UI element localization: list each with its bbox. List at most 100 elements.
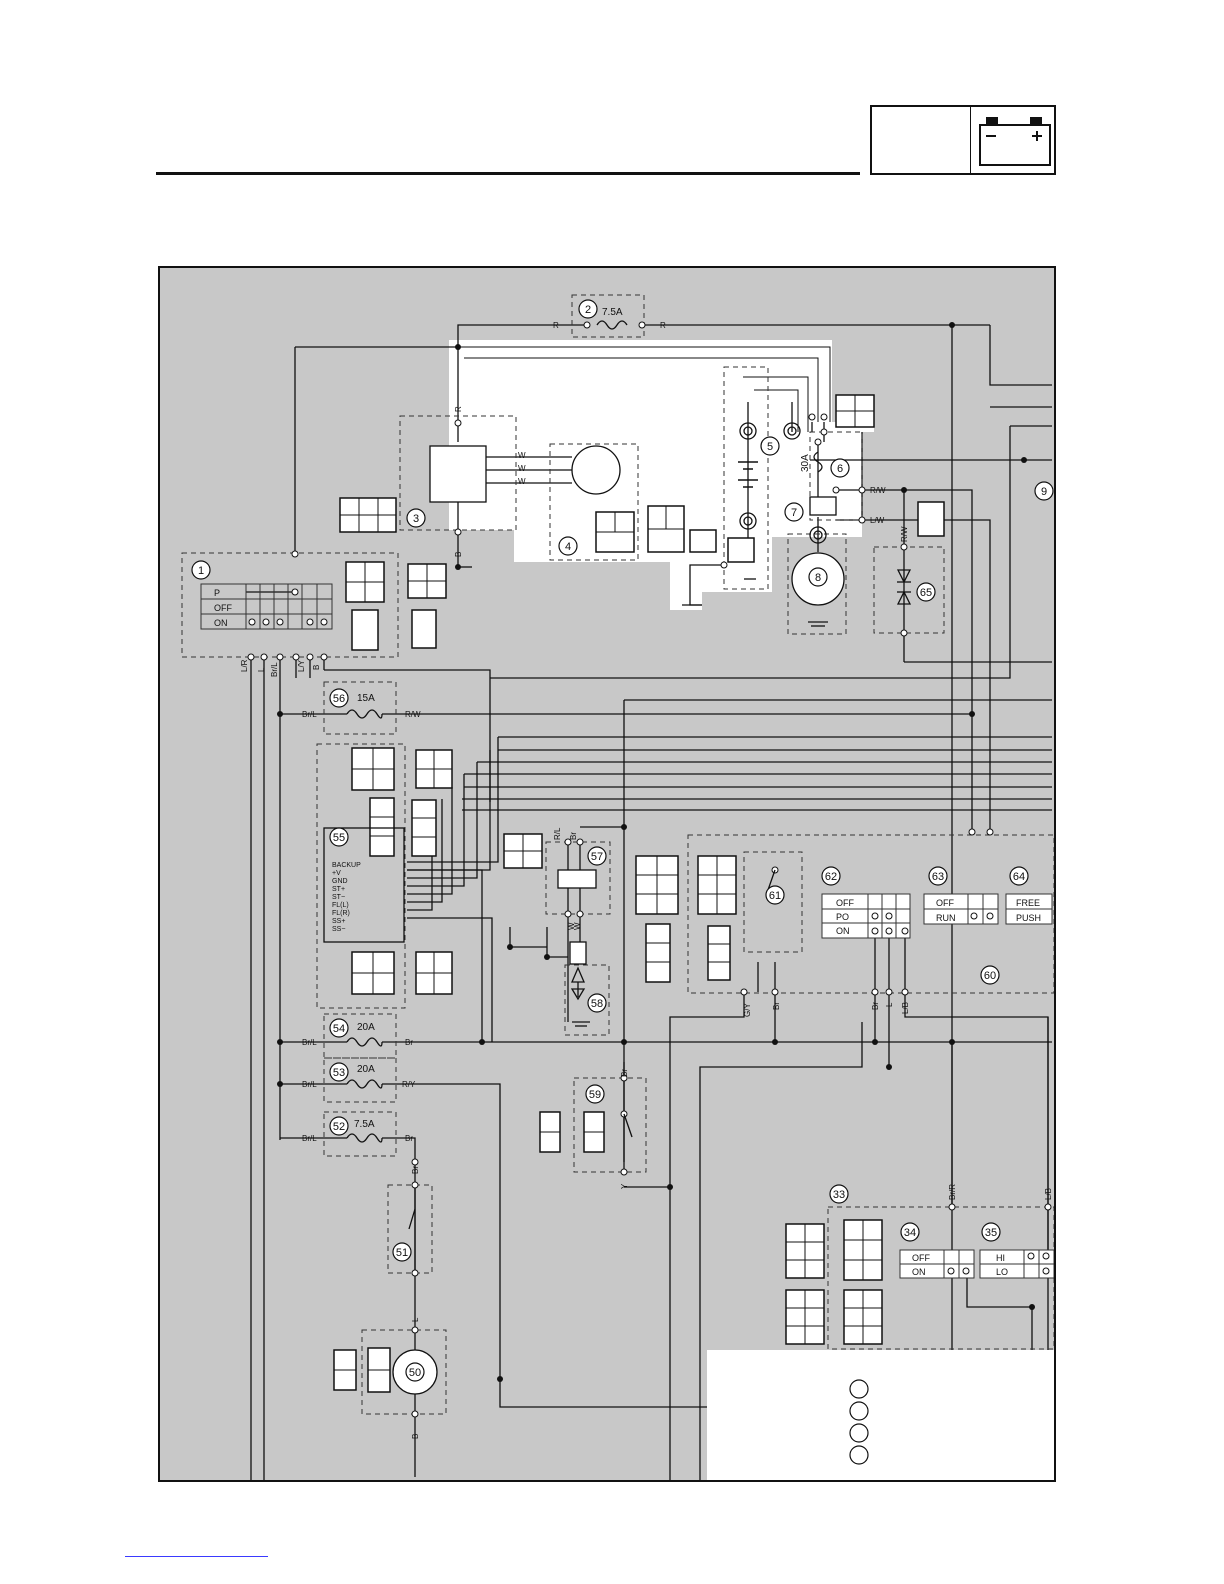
switch-34-position-0: OFF — [912, 1253, 930, 1263]
wire-label-36: Br — [411, 1166, 420, 1174]
wire-label-11: B — [312, 665, 321, 670]
component-number-65: 65 — [920, 587, 932, 599]
wire-label-28: L/B — [1044, 1188, 1053, 1200]
component-number-62-circle — [821, 866, 841, 886]
box-2 — [571, 294, 645, 338]
component-number-65-circle — [916, 582, 936, 602]
component-number-5-circle — [760, 436, 780, 456]
component-number-62: 62 — [825, 871, 837, 883]
highlighted-wires — [464, 348, 828, 432]
wire-label-26: L/B — [901, 1002, 910, 1014]
wire-label-2: R — [454, 406, 463, 412]
component-number-33: 33 — [833, 1189, 845, 1201]
unit-55-terminal-4: ST− — [332, 894, 345, 901]
wire-label-21: Br — [405, 1134, 413, 1143]
component-number-6: 6 — [837, 463, 843, 475]
fuse-rating-54: 20A — [357, 1022, 375, 1033]
component-number-1-circle — [191, 560, 211, 580]
switch-62-position-2: ON — [836, 926, 850, 936]
component-number-56-circle — [329, 688, 349, 708]
box-51 — [387, 1184, 433, 1274]
wire-label-24: Br — [871, 1002, 880, 1010]
component-number-59: 59 — [589, 1089, 601, 1101]
unit-55-terminal-3: ST+ — [332, 886, 345, 893]
fuse-rating-53: 20A — [357, 1064, 375, 1075]
wire-label-12: Br/L — [302, 710, 317, 719]
component-number-61: 61 — [769, 890, 781, 902]
box-53 — [323, 1057, 397, 1103]
box-65 — [873, 546, 945, 634]
component-number-60-circle — [980, 965, 1000, 985]
wire-label-22: G/Y — [743, 1003, 752, 1017]
component-number-2-circle — [578, 299, 598, 319]
component-number-6-circle — [830, 458, 850, 478]
box-60 — [687, 834, 1054, 994]
box-50 — [361, 1329, 447, 1415]
starter-relay — [809, 496, 837, 516]
component-number-1: 1 — [198, 565, 204, 577]
component-number-63-circle — [928, 866, 948, 886]
unit-55-terminal-5: FL(L) — [332, 902, 349, 909]
component-number-52-circle — [329, 1116, 349, 1136]
wire-label-16: Br/L — [302, 1038, 317, 1047]
connector-grid — [334, 395, 882, 1371]
unit-55-body — [323, 827, 405, 943]
box-1 — [181, 552, 399, 658]
wire-label-23: Br — [772, 1002, 781, 1010]
component-number-51-circle — [392, 1242, 412, 1262]
wire-label-38: Br — [620, 1069, 629, 1077]
component-number-7-circle — [784, 502, 804, 522]
ac-magneto — [571, 445, 621, 495]
battery-icon — [979, 117, 1051, 166]
devices — [323, 422, 845, 1395]
component-number-5: 5 — [767, 441, 773, 453]
component-number-7: 7 — [791, 507, 797, 519]
unit-55-terminal-6: FL(R) — [332, 910, 350, 917]
wire-label-13: R/W — [405, 710, 421, 719]
component-number-57-circle — [587, 846, 607, 866]
legend-area — [707, 1350, 1054, 1480]
main-switch-position-1: OFF — [214, 603, 232, 613]
wire-label-25: L — [885, 1002, 894, 1007]
unit-55-terminal-8: SS− — [332, 926, 345, 933]
box-61 — [743, 851, 803, 953]
wire-label-31: Br — [569, 832, 578, 840]
switch-62-position-0: OFF — [836, 898, 854, 908]
component-number-4-circle — [558, 536, 578, 556]
wire-label-32: W — [567, 922, 576, 930]
main-switch-position-2: ON — [214, 618, 228, 628]
component-number-33-circle — [829, 1184, 849, 1204]
wire-label-19: R/Y — [402, 1080, 416, 1089]
box-52 — [323, 1111, 397, 1157]
wire-label-4: W — [518, 451, 526, 460]
component-number-58-circle — [587, 993, 607, 1013]
component-number-63: 63 — [932, 871, 944, 883]
wire-label-17: Br — [405, 1038, 413, 1047]
wire-label-8: L — [257, 667, 266, 672]
switch-35-position-1: LO — [996, 1267, 1008, 1277]
switch-35-position-0: HI — [996, 1253, 1005, 1263]
box-55 — [316, 743, 406, 1009]
wire-label-29: Y — [620, 1183, 629, 1189]
grounds — [572, 578, 828, 1027]
wire-label-14: R/W — [870, 486, 886, 495]
footer-link-underline[interactable] — [125, 1556, 268, 1557]
wire-label-27: Br/R — [948, 1184, 957, 1200]
chapter-box-left-cell — [872, 107, 971, 173]
switch-64-position-0: FREE — [1016, 898, 1040, 908]
component-number-55-circle — [329, 827, 349, 847]
component-boxes — [181, 294, 1054, 1415]
wire-label-7: L/R — [240, 659, 249, 672]
component-number-50-circle — [405, 1362, 425, 1382]
wire-label-3: B — [454, 552, 463, 557]
wire-label-20: Br/L — [302, 1134, 317, 1143]
box-56 — [323, 681, 397, 735]
rectifier-regulator — [429, 445, 487, 503]
component-number-50: 50 — [409, 1367, 421, 1379]
box-5 — [723, 366, 769, 590]
fuse-rating-56: 15A — [357, 693, 375, 704]
wire-label-0: R — [553, 321, 559, 330]
diode-58-body — [569, 941, 587, 965]
